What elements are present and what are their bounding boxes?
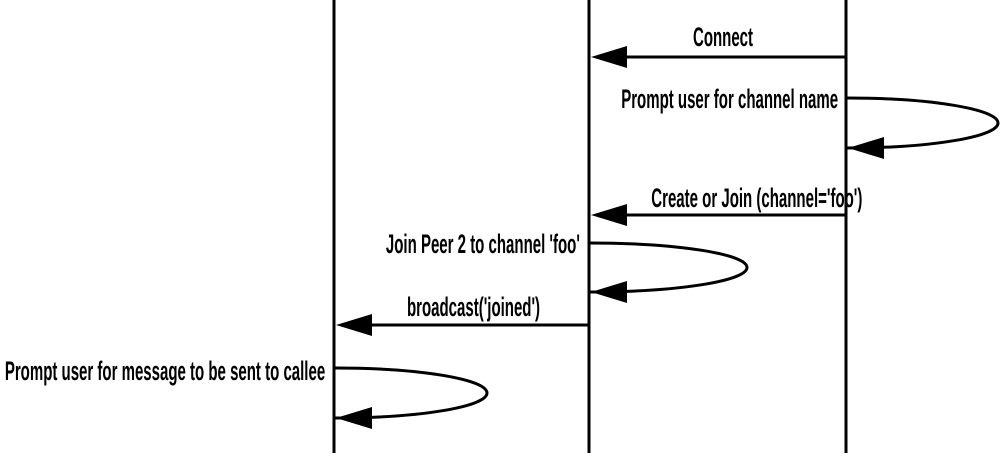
prompt-message-self-arrow [334, 366, 489, 429]
message-label-connect: Connect [692, 22, 754, 52]
create-join-arrow [591, 204, 846, 226]
connect-arrow [591, 46, 846, 68]
arrowhead-left-icon [336, 407, 372, 429]
prompt-channel-self-arrow [846, 96, 1000, 159]
message-label-prompt-message: Prompt user for message to be sent to ca… [4, 356, 325, 386]
message-label-broadcast-joined: broadcast('joined') [406, 292, 541, 322]
self-loop-path [589, 241, 749, 294]
broadcast-arrow [336, 314, 589, 336]
message-label-create-or-join: Create or Join (channel='foo') [651, 183, 863, 213]
self-loop-path [334, 366, 489, 420]
message-label-join-peer: Join Peer 2 to channel 'foo' [386, 229, 580, 259]
message-label-prompt-channel: Prompt user for channel name [621, 84, 838, 114]
arrowhead-left-icon [591, 281, 627, 303]
self-loop-path [846, 96, 1000, 150]
arrowhead-left-icon [591, 204, 627, 226]
join-peer-self-arrow [589, 241, 749, 303]
arrowhead-left-icon [336, 314, 372, 336]
arrowhead-left-icon [848, 137, 884, 159]
arrowhead-left-icon [591, 46, 627, 68]
